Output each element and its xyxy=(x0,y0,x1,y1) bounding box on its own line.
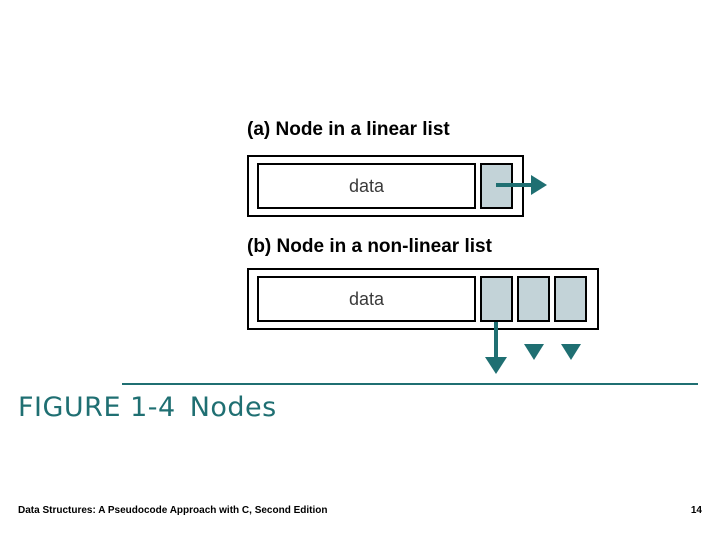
figure-number: FIGURE 1-4 xyxy=(18,392,176,423)
footer-source-text: Data Structures: A Pseudocode Approach w… xyxy=(18,505,328,516)
link-arrow-line-a xyxy=(496,183,534,187)
caption-node-linear-list: (a) Node in a linear list xyxy=(247,119,450,140)
link-arrow-head-b2 xyxy=(524,344,544,360)
link-arrow-head-b1 xyxy=(485,357,507,374)
link-arrow-head-a xyxy=(531,175,547,195)
data-cell-nonlinear-list: data xyxy=(257,276,476,322)
figure-label: FIGURE 1-4 Nodes xyxy=(18,392,277,423)
figure-area: (a) Node in a linear list data (b) Node … xyxy=(18,119,698,423)
caption-node-nonlinear-list: (b) Node in a non-linear list xyxy=(247,236,492,257)
link-cell-nonlinear-list-2 xyxy=(517,276,550,322)
data-cell-linear-list: data xyxy=(257,163,476,209)
figure-divider-rule xyxy=(122,383,698,385)
figure-title: Nodes xyxy=(189,392,277,423)
link-arrow-head-b3 xyxy=(561,344,581,360)
link-cell-nonlinear-list-1 xyxy=(480,276,513,322)
footer-page-number: 14 xyxy=(690,505,702,516)
slide-footer: Data Structures: A Pseudocode Approach w… xyxy=(0,505,720,525)
link-arrow-line-b1 xyxy=(494,322,498,364)
link-cell-nonlinear-list-3 xyxy=(554,276,587,322)
